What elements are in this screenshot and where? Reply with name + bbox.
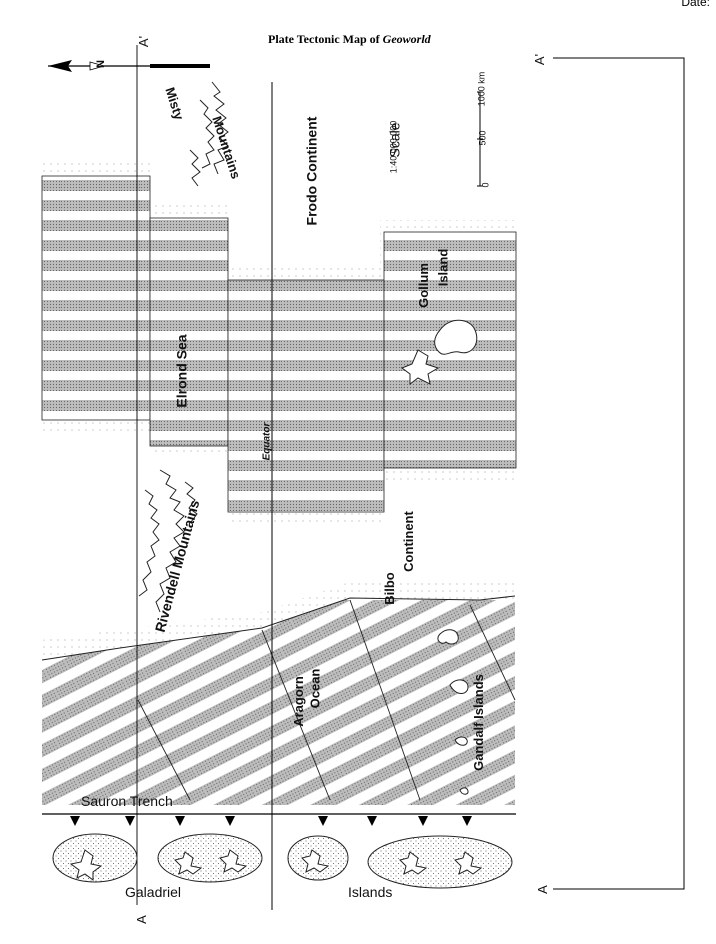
label-galadriel: Galadriel bbox=[125, 884, 182, 900]
label-sauron-trench: Sauron Trench bbox=[81, 793, 173, 809]
label-ocean: Ocean bbox=[307, 668, 323, 709]
trench-teeth bbox=[70, 816, 472, 826]
scale-tick-1000: 1000 km bbox=[476, 71, 487, 107]
misty-mountains-icon bbox=[189, 81, 229, 187]
label-equator: Equator bbox=[261, 422, 273, 461]
marker-top-right: A' bbox=[532, 53, 548, 66]
label-aragorn: Aragorn bbox=[290, 676, 306, 727]
marker-bottom-left: A bbox=[133, 915, 149, 924]
label-bilbo: Bilbo bbox=[381, 572, 397, 605]
volcano-islands-icon bbox=[400, 319, 478, 795]
rivendell-mountains-icon bbox=[138, 469, 198, 613]
transform-faults bbox=[137, 599, 516, 801]
marker-top-left: A' bbox=[136, 35, 152, 48]
scale-tick-500: 500 bbox=[477, 130, 488, 146]
ocean-ridge-outline bbox=[41, 595, 516, 661]
label-islands: Islands bbox=[348, 884, 393, 900]
north-arrow-icon bbox=[48, 60, 210, 72]
scale-ratio: 1:40 000 000 bbox=[388, 120, 399, 174]
label-elrond-sea: Elrond Sea bbox=[173, 334, 190, 408]
map-title: Plate Tectonic Map of Geoworld bbox=[268, 32, 431, 47]
elrond-sea-strips bbox=[41, 175, 517, 513]
marker-bottom-right: A bbox=[534, 885, 550, 894]
label-gandalf-islands: Gandalf Islands bbox=[470, 674, 486, 771]
profile-bracket bbox=[553, 57, 685, 890]
scale-bar bbox=[477, 91, 483, 187]
label-island: Island bbox=[435, 248, 451, 287]
north-label: N bbox=[94, 60, 107, 68]
date-label: Date: bbox=[681, 0, 710, 9]
scale-tick-0: 0 bbox=[480, 182, 491, 188]
map-title-prefix: Plate Tectonic Map of bbox=[268, 32, 383, 46]
label-continent: Continent bbox=[400, 511, 416, 572]
label-frodo-continent: Frodo Continent bbox=[303, 116, 320, 226]
galadriel-islands-icon bbox=[52, 833, 513, 889]
label-gollum: Gollum bbox=[415, 263, 431, 308]
map-title-emph: Geoworld bbox=[382, 32, 431, 46]
